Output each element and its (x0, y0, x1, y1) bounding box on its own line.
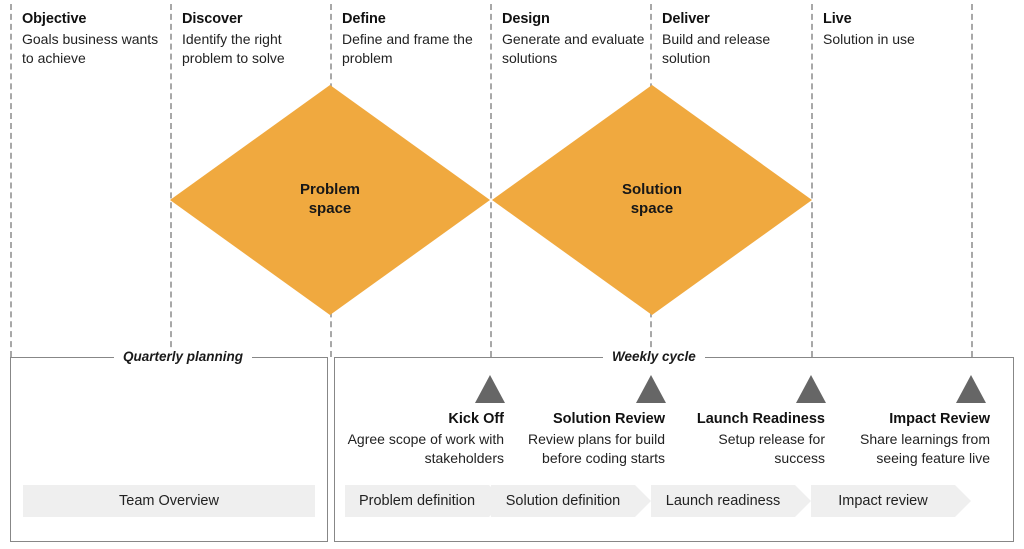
milestone-impact-review: Impact Review Share learnings from seein… (825, 410, 990, 468)
chevron-solution-definition[interactable]: Solution definition (491, 485, 651, 517)
stage-title: Deliver (662, 11, 710, 27)
stage-title: Live (823, 11, 852, 27)
milestone-kick-off: Kick Off Agree scope of work with stakeh… (344, 410, 504, 468)
milestone-launch-readiness: Launch Readiness Setup release for succe… (665, 410, 825, 468)
milestone-title: Solution Review (553, 411, 665, 427)
milestone-title: Launch Readiness (696, 411, 825, 427)
diamond-svg (170, 85, 812, 315)
stage-define: Define Define and frame the problem (342, 10, 494, 68)
milestone-title: Impact Review (889, 411, 990, 427)
chevron-label: Impact review (838, 493, 928, 509)
stage-description: Goals business wants to achieve (22, 31, 159, 66)
milestone-description: Review plans for build before coding sta… (528, 431, 665, 466)
double-diamond-graphic: Problem space Solution space (170, 85, 812, 315)
stage-title: Design (502, 11, 550, 27)
milestone-solution-review: Solution Review Review plans for build b… (505, 410, 665, 468)
stage-description: Identify the right problem to solve (182, 31, 285, 66)
problem-space-label-line2: space (308, 200, 352, 217)
milestone-triangle-impact-review (956, 375, 986, 403)
stage-live: Live Solution in use (823, 10, 973, 49)
problem-space-label: Problem space (250, 180, 410, 218)
milestone-triangle-solution-review (636, 375, 666, 403)
milestone-description: Agree scope of work with stakeholders (347, 431, 504, 466)
solution-space-label-line1: Solution (622, 181, 682, 198)
solution-space-label: Solution space (572, 180, 732, 218)
chevron-problem-definition[interactable]: Problem definition (345, 485, 505, 517)
stage-title: Define (342, 11, 386, 27)
stage-title: Objective (22, 11, 87, 27)
stage-description: Build and release solution (662, 31, 771, 66)
problem-space-diamond (170, 85, 490, 315)
stage-header-row: Objective Goals business wants to achiev… (0, 0, 1024, 80)
milestone-description: Share learnings from seeing feature live (860, 431, 990, 466)
stage-description: Solution in use (823, 31, 915, 47)
team-overview-bar[interactable]: Team Overview (23, 485, 315, 517)
milestone-triangle-launch-readiness (796, 375, 826, 403)
stage-design: Design Generate and evaluate solutions (502, 10, 648, 68)
chevron-label: Solution definition (505, 493, 621, 509)
milestone-triangle-kick-off (475, 375, 505, 403)
stage-description: Define and frame the problem (342, 31, 473, 66)
stage-title: Discover (182, 11, 243, 27)
solution-space-label-line2: space (630, 200, 674, 217)
milestone-description: Setup release for success (718, 431, 825, 466)
stage-discover: Discover Identify the right problem to s… (182, 10, 328, 68)
chevron-launch-readiness[interactable]: Launch readiness (651, 485, 811, 517)
solution-space-diamond (492, 85, 812, 315)
stage-objective: Objective Goals business wants to achiev… (22, 10, 168, 68)
stage-description: Generate and evaluate solutions (502, 31, 645, 66)
chevron-label: Launch readiness (665, 493, 781, 509)
quarterly-planning-label: Quarterly planning (114, 349, 253, 365)
chevron-label: Problem definition (358, 493, 476, 509)
stage-deliver: Deliver Build and release solution (662, 10, 808, 68)
chevron-impact-review[interactable]: Impact review (811, 485, 971, 517)
weekly-cycle-label: Weekly cycle (603, 349, 705, 365)
milestone-title: Kick Off (448, 411, 504, 427)
problem-space-label-line1: Problem (299, 181, 360, 198)
